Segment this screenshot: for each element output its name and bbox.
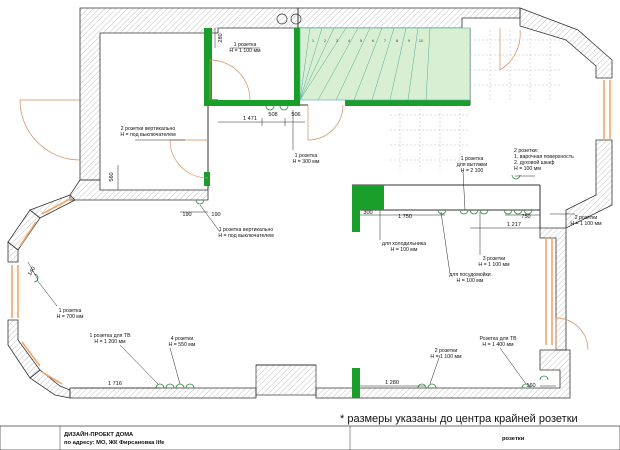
doors: [19, 28, 589, 351]
socket-symbols: [33, 105, 549, 389]
socket-label: 1 розетка: [461, 156, 484, 162]
stair-step-number: 5: [360, 38, 363, 43]
stair-step-number: 2: [324, 38, 327, 43]
project-title: ДИЗАЙН-ПРОЕКТ ДОМА: [64, 430, 134, 438]
socket-label: H = 100 мм: [391, 247, 418, 253]
socket-label: H = 100 мм: [457, 278, 484, 284]
sheet-name: розетки: [502, 436, 525, 442]
socket-label: H = 2 100: [461, 168, 484, 174]
windows: [11, 80, 611, 385]
fixtures: [255, 13, 317, 396]
socket-label: 2 розетки вертикально: [121, 126, 176, 132]
dimension-value: 1 750: [398, 214, 412, 220]
socket-label: 4 розетки: [171, 336, 194, 342]
socket-label: 2 розетки:: [514, 148, 538, 154]
stair-step-number: 1: [312, 38, 315, 43]
socket-label: H = 300 мм: [293, 159, 320, 165]
socket-label: для вытяжки: [457, 162, 488, 168]
outer-walls: [7, 7, 613, 399]
project-address: по адресу: МО, ЖК Фирсановка life: [64, 440, 165, 446]
dimension-value: 280: [218, 33, 224, 42]
socket-label: H = 700 мм: [57, 314, 84, 320]
dimension-value: 508: [268, 112, 277, 118]
dimension-value: 190: [182, 212, 191, 218]
socket-label: 1. варочная поверхность: [514, 154, 574, 160]
socket-label: для холодильника: [382, 241, 426, 247]
dimension-value: 1 716: [108, 381, 122, 387]
socket-label: H = под выключателем: [218, 233, 274, 239]
annotations: 1 розетка H = 1 100 мм 2 розетки вертика…: [57, 42, 602, 360]
dimension-value: 1 217: [507, 222, 521, 228]
socket-label: H = 1 100 мм: [229, 48, 261, 54]
socket-label: H = 100 мм: [514, 166, 541, 172]
socket-label: H = 1 100 мм: [570, 221, 602, 227]
dimension-value: 1 280: [385, 380, 399, 386]
dimension-values: 1 471 508 506 560 280 190 190 300 1 750 …: [27, 33, 535, 389]
dimension-note: * размеры указаны до центра крайней розе…: [340, 413, 578, 425]
dimension-value: 1 471: [243, 116, 257, 122]
dimension-value: 300: [363, 210, 372, 216]
dimension-lines: [27, 28, 556, 389]
socket-label: 1 розетка: [234, 42, 257, 48]
leader-lines: [36, 47, 575, 385]
socket-label: H = 1 100 мм: [430, 354, 462, 360]
dimension-value: 506: [291, 112, 300, 118]
dimension-value: 750: [521, 214, 530, 220]
socket-label: 1 розетка для ТВ: [89, 333, 131, 339]
socket-label: 1 розетка: [59, 308, 82, 314]
socket-label: для посудомойки: [449, 271, 491, 278]
socket-label: H = 1 400 мм: [482, 342, 514, 348]
dimension-value: 160: [526, 383, 535, 389]
stair-step-number: 7: [384, 38, 387, 43]
dimension-value: 560: [109, 172, 115, 181]
socket-label: 1 розетка вертикально: [219, 227, 274, 233]
dimension-value: 190: [211, 212, 220, 218]
stair-step-number: 8: [396, 38, 399, 43]
dimension-value: 140: [27, 266, 37, 277]
stair-step-number: 4: [348, 38, 351, 43]
socket-label: 2. духовой шкаф: [514, 159, 555, 166]
socket-label: H = 550 мм: [169, 342, 196, 348]
stair-step-number: 6: [372, 38, 375, 43]
stair-step-number: 10: [419, 38, 424, 43]
new-walls: [204, 28, 470, 398]
socket-label: H = 1 100 мм: [478, 262, 510, 268]
socket-label: 1 розетка: [295, 153, 318, 159]
staircase: 1 2 3 4 5 6 7 8 9 10: [299, 27, 560, 170]
socket-label: 2 розетки: [575, 215, 598, 221]
socket-label: H = под выключателем: [120, 132, 176, 138]
socket-label: 3 розетки: [483, 256, 506, 262]
socket-label: 2 розетки: [435, 348, 458, 354]
socket-label: Розетка для ТВ: [479, 336, 517, 342]
stair-step-number: 3: [336, 38, 339, 43]
stair-step-number: 9: [408, 38, 411, 43]
socket-label: H = 1 200 мм: [94, 339, 126, 345]
title-block: ДИЗАЙН-ПРОЕКТ ДОМА по адресу: МО, ЖК Фир…: [0, 425, 620, 450]
